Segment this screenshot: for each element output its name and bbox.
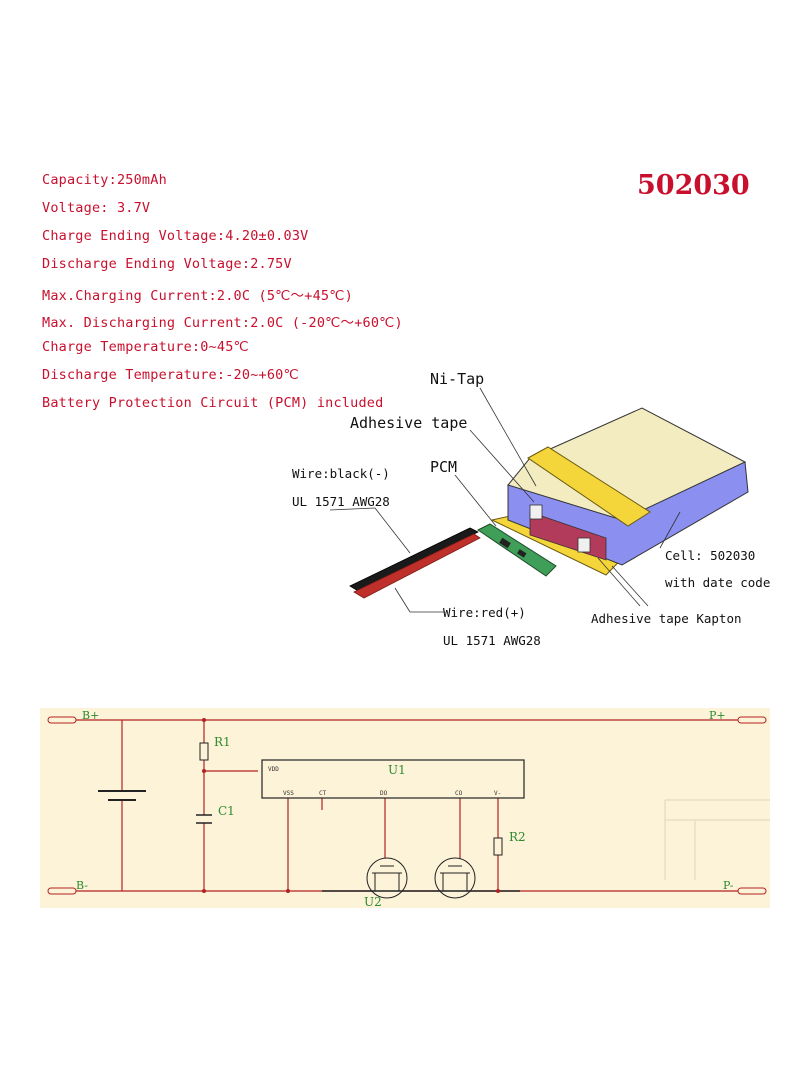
schematic-label-b-plus: B+ bbox=[82, 709, 100, 722]
wire-red bbox=[353, 533, 481, 599]
schematic-label-u1: U1 bbox=[388, 763, 406, 777]
schematic-label-c1: C1 bbox=[218, 804, 235, 818]
pin-label-co: CO bbox=[455, 790, 463, 797]
mosfet-1 bbox=[366, 857, 408, 899]
label-cell: Cell: 502030 bbox=[665, 548, 756, 563]
schematic-label-p-plus: P+ bbox=[709, 709, 726, 722]
pcm-chip-2 bbox=[517, 549, 527, 558]
label-cell-date: with date code bbox=[665, 575, 771, 590]
pin-label-v-minus: V- bbox=[494, 790, 502, 797]
label-wire-red-spec: UL 1571 AWG28 bbox=[443, 633, 541, 648]
pcm-board bbox=[477, 523, 557, 577]
spec-max-charging-current: Max.Charging Current:2.0C (5℃～+45℃) bbox=[42, 288, 353, 304]
label-pcm: PCM bbox=[430, 458, 458, 476]
schematic-label-u2: U2 bbox=[364, 895, 382, 909]
resistor-r1 bbox=[199, 742, 209, 761]
terminal-b-plus bbox=[47, 716, 77, 724]
spec-capacity: Capacity:250mAh bbox=[42, 172, 167, 188]
model-number: 502030 bbox=[637, 170, 750, 201]
adhesive-tape-strip bbox=[527, 446, 651, 527]
label-wire-black: Wire:black(-) bbox=[292, 466, 390, 481]
spec-max-discharging-current: Max. Discharging Current:2.0C (-20℃～+60℃… bbox=[42, 315, 403, 331]
spec-voltage: Voltage: 3.7V bbox=[42, 200, 151, 216]
pcm-block-1 bbox=[529, 504, 543, 520]
spec-discharge-temperature: Discharge Temperature:-20~+60℃ bbox=[42, 367, 299, 383]
schematic-label-r2: R2 bbox=[509, 830, 526, 844]
spec-discharge-ending-voltage: Discharge Ending Voltage:2.75V bbox=[42, 256, 292, 272]
spec-pcm-included: Battery Protection Circuit (PCM) include… bbox=[42, 395, 384, 411]
pcm-chip bbox=[499, 537, 511, 549]
label-ni-tap: Ni-Tap bbox=[430, 370, 485, 388]
battery-illustration bbox=[329, 387, 749, 613]
pin-label-vss: VSS bbox=[283, 790, 294, 797]
pcm-block-2 bbox=[577, 537, 591, 553]
label-wire-red: Wire:red(+) bbox=[443, 605, 526, 620]
schematic-label-p-minus: P- bbox=[723, 879, 734, 892]
label-adhesive-tape: Adhesive tape bbox=[350, 414, 468, 432]
label-wire-black-spec: UL 1571 AWG28 bbox=[292, 494, 390, 509]
pin-label-ct: CT bbox=[319, 790, 327, 797]
pin-label-do: DO bbox=[380, 790, 388, 797]
ic-u1 bbox=[261, 759, 525, 799]
terminal-b-minus bbox=[47, 887, 77, 895]
schematic-label-r1: R1 bbox=[214, 735, 231, 749]
schematic-label-b-minus: B- bbox=[76, 879, 89, 892]
pin-label-vdd: VDD bbox=[268, 766, 279, 773]
terminal-p-plus bbox=[737, 716, 767, 724]
label-kapton: Adhesive tape Kapton bbox=[591, 611, 742, 626]
mosfet-2 bbox=[434, 857, 476, 899]
spec-charge-temperature: Charge Temperature:0~45℃ bbox=[42, 339, 249, 355]
wire-black bbox=[349, 527, 479, 593]
cell-top bbox=[507, 407, 747, 521]
terminal-p-minus bbox=[737, 887, 767, 895]
spec-charge-ending-voltage: Charge Ending Voltage:4.20±0.03V bbox=[42, 228, 309, 244]
resistor-r2 bbox=[493, 837, 503, 856]
